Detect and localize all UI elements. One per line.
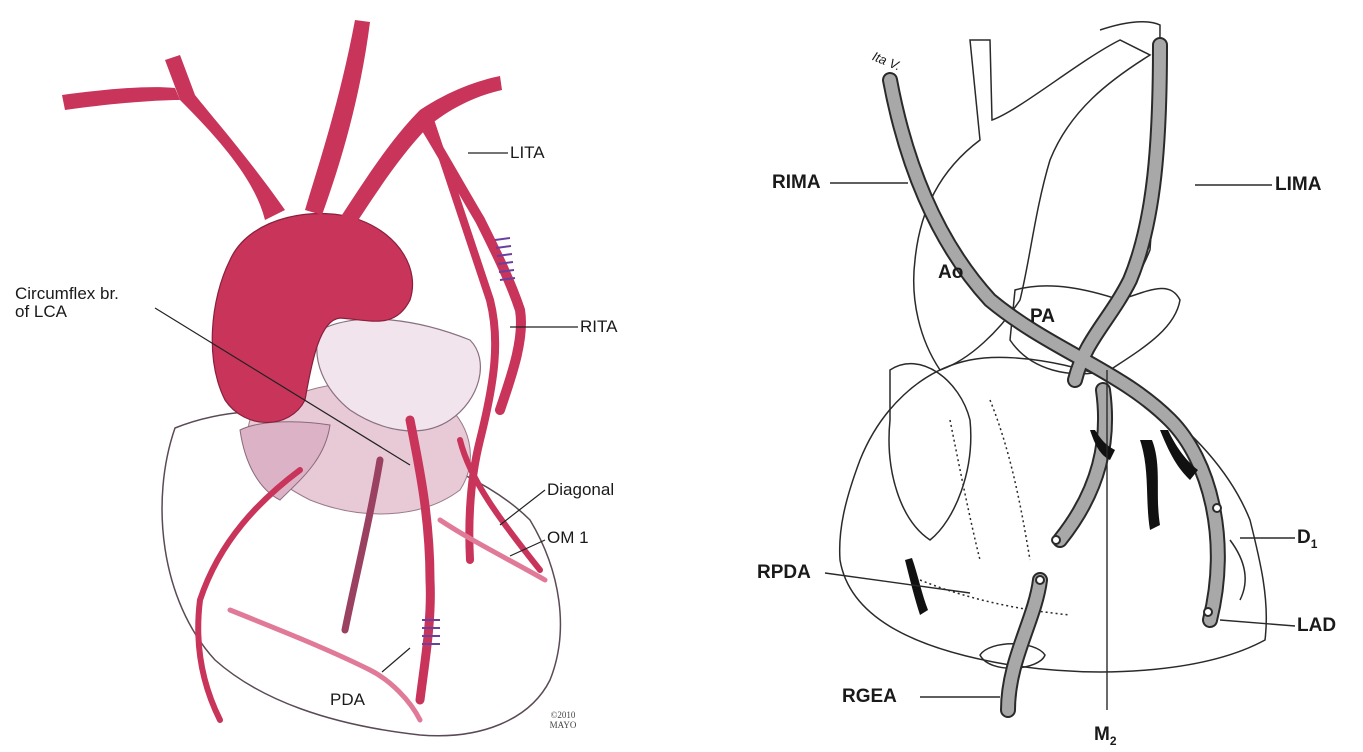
label-rpda: RPDA (757, 562, 811, 584)
label-circumflex-line1: Circumflex br. (15, 284, 119, 304)
label-m2-main: M (1094, 724, 1110, 745)
label-lita: LITA (510, 143, 545, 163)
right-leader-lines (825, 183, 1295, 710)
label-rgea: RGEA (842, 686, 897, 708)
label-m2-sub: 2 (1110, 734, 1117, 748)
left-subclavian (340, 76, 502, 225)
label-d1: D1 (1297, 527, 1317, 555)
d1-branch (1230, 540, 1245, 600)
brachiocephalic-trunk (165, 55, 285, 220)
label-om1: OM 1 (547, 528, 589, 548)
copyright-notice: ©2010 MAYO (538, 710, 588, 730)
label-ao: Ao (938, 262, 963, 284)
label-rima: RIMA (772, 172, 821, 194)
copyright-year: ©2010 (538, 710, 588, 720)
posterior-groove (920, 580, 1070, 615)
left-heart-illustration: LITA RITA Circumflex br. of LCA Diagonal… (0, 0, 680, 748)
interventricular-groove (990, 400, 1030, 560)
left-heart-drawing (0, 0, 680, 748)
label-diagonal: Diagonal (547, 480, 614, 500)
heart-outline-right (840, 357, 1267, 671)
label-pa: PA (1030, 306, 1055, 328)
lima-graft (1075, 45, 1160, 380)
left-carotid (305, 20, 370, 215)
copyright-owner: MAYO (538, 720, 588, 730)
label-d1-sub: 1 (1311, 537, 1318, 551)
right-atrium (889, 364, 971, 540)
label-rita: RITA (580, 317, 617, 337)
label-lad: LAD (1297, 615, 1336, 637)
anastomosis-points (1036, 504, 1221, 616)
right-heart-schematic: Ita V. RIMA LIMA Ao PA RPDA RGEA D1 LAD … (690, 0, 1363, 748)
label-d1-main: D (1297, 527, 1311, 548)
right-subclavian (62, 87, 180, 110)
label-pda: PDA (330, 690, 365, 710)
label-lima: LIMA (1275, 174, 1321, 196)
label-circumflex-line2: of LCA (15, 302, 67, 322)
right-heart-drawing (690, 0, 1363, 748)
dark-shadow-shapes (905, 430, 1198, 615)
